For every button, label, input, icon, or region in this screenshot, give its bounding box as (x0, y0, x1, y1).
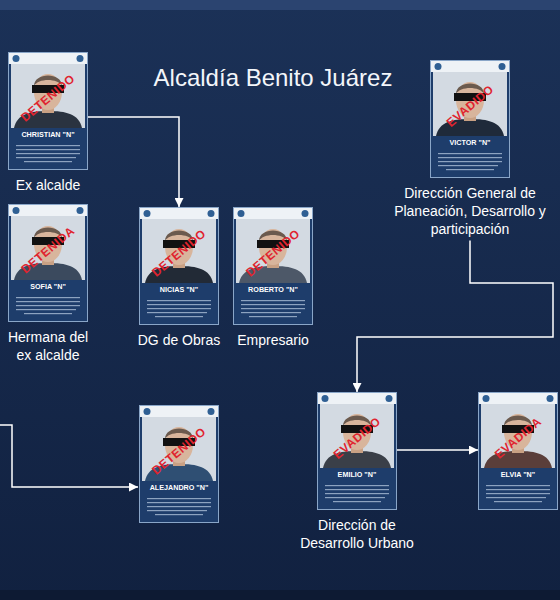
person-name: NICIAS "N" (139, 285, 219, 295)
mugshot-card: DETENIDOROBERTO "N"Empresario (233, 207, 313, 351)
role-caption: Empresario (228, 331, 318, 349)
status-stamp: DETENIDO (243, 226, 303, 279)
mugshot-card: EVADIDOEMILIO "N"Dirección de Desarrollo… (317, 392, 397, 554)
mugshot-card: DETENIDA SOFIA "N" Hermana del ex alcalde (8, 204, 88, 366)
role-caption: DG de Obras (129, 331, 229, 349)
person-name: ROBERTO "N" (233, 285, 313, 295)
diagram-title: Alcaldía Benito Juárez (118, 64, 428, 92)
person-name: EMILIO "N" (317, 470, 397, 480)
person-name: ALEJANDRO "N" (139, 483, 219, 493)
status-stamp: DETENIDO (149, 424, 209, 477)
status-stamp: DETENIDO (18, 71, 78, 124)
connector-arrow (88, 117, 179, 207)
person-name: SOFIA "N" (8, 282, 88, 292)
mugshot-card: EVADIDA ELVIA "N" (478, 392, 558, 510)
connector-arrow (397, 449, 478, 451)
mugshot-card: DETENIDOCHRISTIAN "N"Ex alcalde (8, 52, 88, 196)
role-caption: Dirección General de Planeación, Desarro… (387, 184, 553, 239)
mugshot-card: DETENIDONICIAS "N"DG de Obras (139, 207, 219, 351)
role-caption: Dirección de Desarrollo Urbano (292, 516, 422, 552)
status-stamp: DETENIDA (18, 224, 77, 277)
mugshot-card: DETENIDO ALEJANDRO "N" (139, 405, 219, 523)
role-caption: Ex alcalde (3, 176, 93, 194)
person-name: VICTOR "N" (430, 138, 510, 148)
person-name: ELVIA "N" (478, 470, 558, 480)
status-stamp: EVADIDA (492, 414, 544, 461)
connector-arrow (357, 241, 553, 392)
status-stamp: DETENIDO (149, 226, 209, 279)
status-stamp: EVADIDO (444, 82, 497, 130)
person-name: CHRISTIAN "N" (8, 130, 88, 140)
status-stamp: EVADIDO (331, 414, 384, 462)
role-caption: Hermana del ex alcalde (5, 328, 91, 364)
mugshot-card: EVADIDOVICTOR "N"Dirección General de Pl… (430, 60, 510, 241)
